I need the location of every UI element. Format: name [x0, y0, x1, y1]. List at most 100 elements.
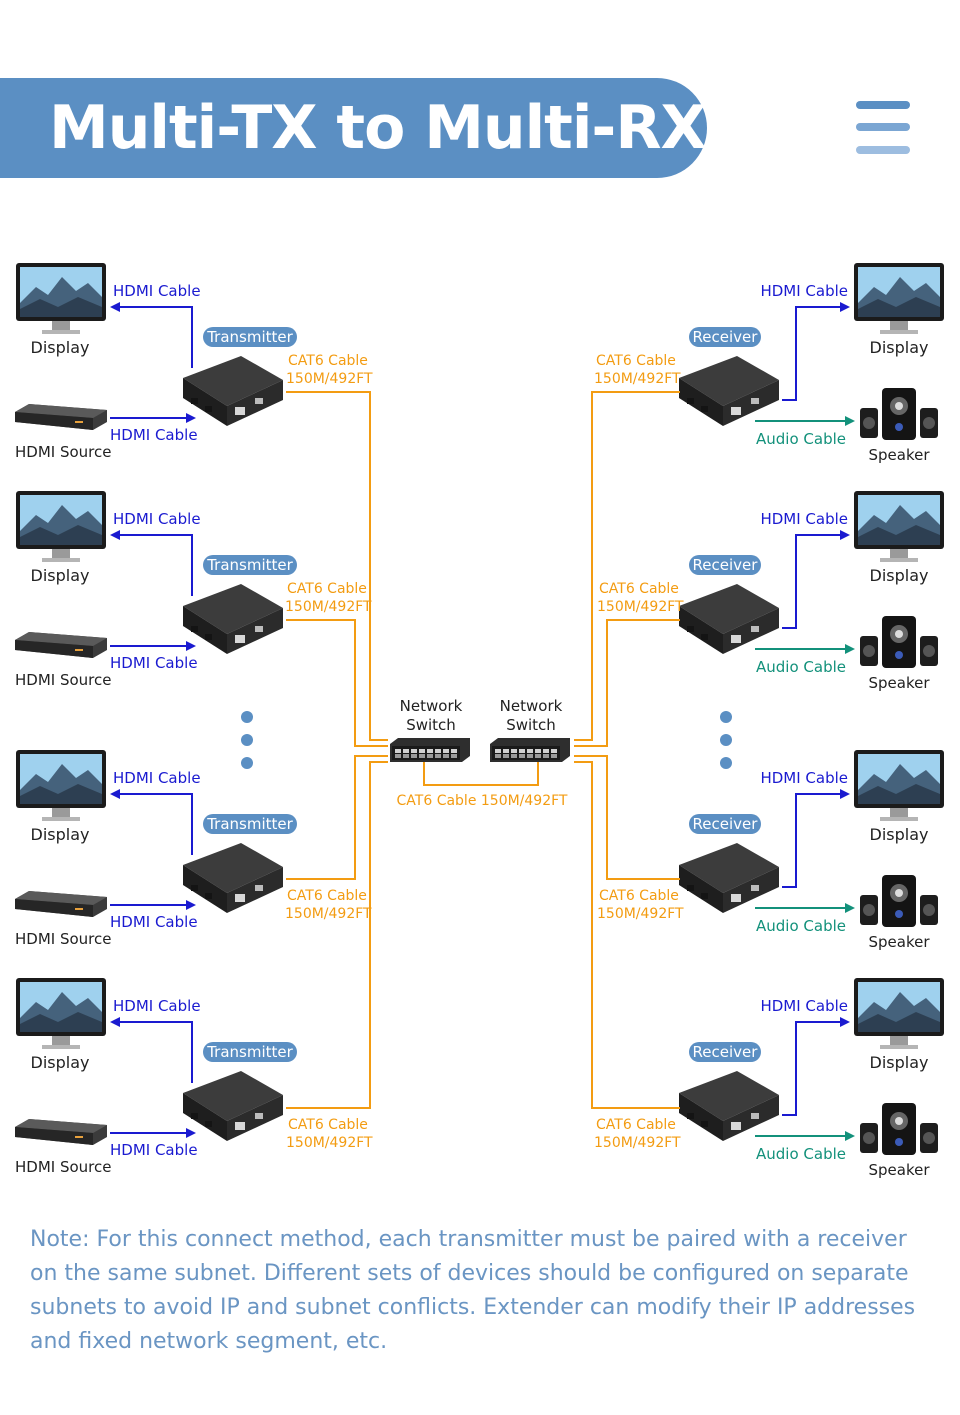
- network-switch-icon: [490, 738, 570, 762]
- arrow-head-icon: [186, 1128, 196, 1138]
- hdmi-source-label: HDMI Source: [15, 443, 111, 461]
- extender-device-icon: [183, 584, 283, 654]
- network-switch-label: Switch: [506, 716, 556, 734]
- cat6-label: 150M/492FT: [597, 599, 684, 615]
- cat6-label: CAT6 Cable: [288, 353, 368, 369]
- cat6-label: 150M/492FT: [285, 599, 372, 615]
- extender-device-icon: [679, 1071, 779, 1141]
- extender-device-icon: [183, 843, 283, 913]
- receiver-badge-label: Receiver: [693, 815, 759, 833]
- display-monitor-icon: [16, 491, 106, 562]
- hdmi-cable-label: HDMI Cable: [760, 769, 848, 787]
- hdmi-source-label: HDMI Source: [15, 671, 111, 689]
- cat6-label: 150M/492FT: [594, 1135, 681, 1151]
- cat6-label: 150M/492FT: [286, 371, 373, 387]
- receiver-badge: [689, 327, 761, 347]
- receiver-badge-label: Receiver: [693, 556, 759, 574]
- hdmi-cable-output: [112, 1021, 193, 1083]
- arrow-head-icon: [845, 416, 855, 426]
- transmitter-badge-label: Transmitter: [206, 815, 293, 833]
- receiver-badge: [689, 555, 761, 575]
- cat6-cable-3: [286, 755, 388, 880]
- hdmi-cable-label: HDMI Cable: [110, 426, 198, 444]
- speaker-icon: [860, 388, 938, 440]
- receiver-badge-label: Receiver: [693, 1043, 759, 1061]
- cat6-switch-link-label: CAT6 Cable 150M/492FT: [397, 793, 568, 809]
- cat6-label: CAT6 Cable: [596, 353, 676, 369]
- cat6-cable-7: [574, 755, 680, 880]
- display-monitor-icon: [16, 750, 106, 821]
- display-label: Display: [31, 566, 90, 585]
- cat6-label: 150M/492FT: [285, 906, 372, 922]
- extender-device-icon: [679, 356, 779, 426]
- network-switch-label: Network: [400, 697, 463, 715]
- cat6-cable-4: [286, 761, 388, 1109]
- ellipsis-dot: [720, 711, 732, 723]
- speaker-label: Speaker: [868, 674, 930, 692]
- display-label: Display: [870, 338, 929, 357]
- cat6-cable-8: [574, 761, 680, 1109]
- hdmi-cable-label: HDMI Cable: [113, 769, 201, 787]
- hdmi-cable-output: [112, 306, 193, 368]
- display-monitor-icon: [16, 978, 106, 1049]
- hdmi-cable-label: HDMI Cable: [113, 282, 201, 300]
- speaker-icon: [860, 616, 938, 668]
- receiver-badge: [689, 814, 761, 834]
- hdmi-cable-output: [782, 534, 840, 629]
- transmitter-badge-label: Transmitter: [206, 1043, 293, 1061]
- receiver-badge: [689, 1042, 761, 1062]
- display-monitor-icon: [854, 750, 944, 821]
- receiver-badge-label: Receiver: [693, 328, 759, 346]
- display-label: Display: [31, 825, 90, 844]
- menu-icon[interactable]: [856, 98, 910, 158]
- hdmi-source-label: HDMI Source: [15, 1158, 111, 1176]
- audio-cable-label: Audio Cable: [756, 1145, 846, 1163]
- transmitter-badge: [203, 555, 297, 575]
- extender-device-icon: [183, 1071, 283, 1141]
- transmitter-badge-label: Transmitter: [206, 556, 293, 574]
- hdmi-cable-label: HDMI Cable: [760, 510, 848, 528]
- ellipsis-dot: [241, 757, 253, 769]
- hdmi-cable-label: HDMI Cable: [110, 1141, 198, 1159]
- arrow-head-icon: [840, 530, 850, 540]
- hdmi-source-box-icon: [15, 404, 107, 430]
- hdmi-cable-output: [782, 1021, 840, 1116]
- hdmi-cable-label: HDMI Cable: [113, 997, 201, 1015]
- transmitter-badge: [203, 327, 297, 347]
- extender-device-icon: [679, 843, 779, 913]
- arrow-head-icon: [840, 789, 850, 799]
- hdmi-cable-label: HDMI Cable: [110, 654, 198, 672]
- hdmi-cable-label: HDMI Cable: [760, 282, 848, 300]
- arrow-head-icon: [845, 903, 855, 913]
- arrow-head-icon: [110, 1017, 120, 1027]
- cat6-label: CAT6 Cable: [596, 1117, 676, 1133]
- audio-cable-label: Audio Cable: [756, 658, 846, 676]
- header-banner: [0, 78, 707, 178]
- cat6-switch-link: [423, 762, 539, 786]
- display-monitor-icon: [16, 263, 106, 334]
- network-switch-icon: [390, 738, 470, 762]
- cat6-label: 150M/492FT: [597, 906, 684, 922]
- extender-device-icon: [679, 584, 779, 654]
- hdmi-cable-label: HDMI Cable: [113, 510, 201, 528]
- transmitter-badge: [203, 814, 297, 834]
- ellipsis-dot: [720, 757, 732, 769]
- extender-device-icon: [183, 356, 283, 426]
- hdmi-cable-output: [112, 534, 193, 596]
- arrow-head-icon: [186, 900, 196, 910]
- display-label: Display: [870, 825, 929, 844]
- arrow-head-icon: [840, 1017, 850, 1027]
- hdmi-cable-output: [112, 793, 193, 855]
- display-monitor-icon: [854, 263, 944, 334]
- speaker-label: Speaker: [868, 1161, 930, 1179]
- display-label: Display: [31, 338, 90, 357]
- speaker-icon: [860, 1103, 938, 1155]
- hdmi-cable-label: HDMI Cable: [110, 913, 198, 931]
- display-monitor-icon: [854, 978, 944, 1049]
- arrow-head-icon: [110, 789, 120, 799]
- arrow-head-icon: [845, 644, 855, 654]
- display-monitor-icon: [854, 491, 944, 562]
- arrow-head-icon: [845, 1131, 855, 1141]
- arrow-head-icon: [110, 530, 120, 540]
